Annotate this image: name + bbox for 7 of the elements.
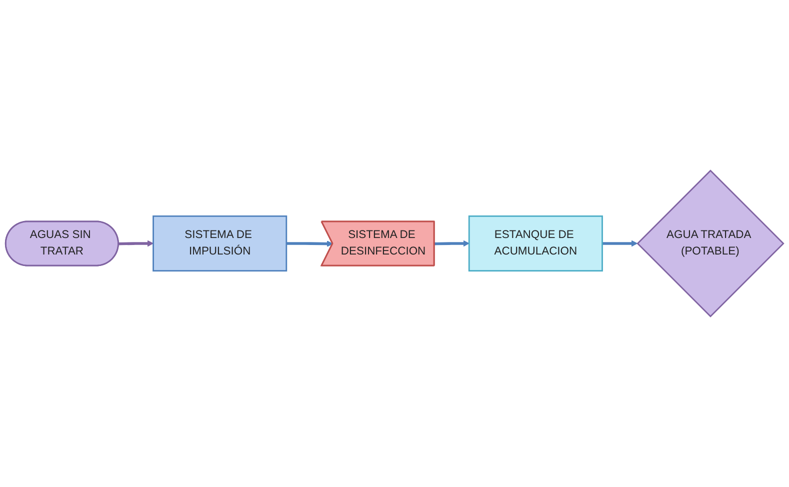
arrow [602,240,638,247]
node-box: ESTANQUE DE ACUMULACION [468,215,603,272]
arrow [118,240,154,247]
node-box: SISTEMA DE IMPULSIÓN [152,215,288,272]
node-diamond: AGUA TRATADA (POTABLE) [636,170,784,318]
arrow [286,240,334,247]
arrow [434,240,470,247]
